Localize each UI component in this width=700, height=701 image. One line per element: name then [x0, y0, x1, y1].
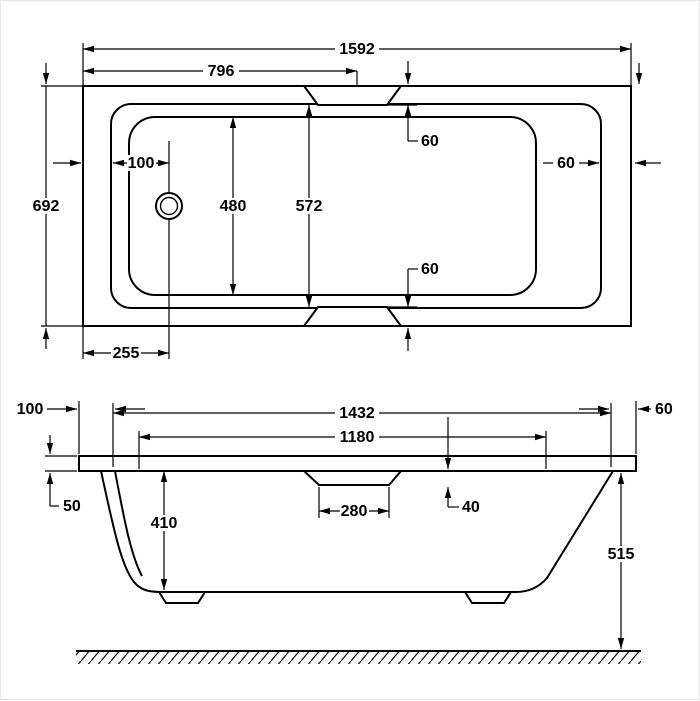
dim-drain-from-end: 255	[83, 345, 169, 362]
label-mask	[146, 515, 182, 531]
label-mask	[290, 198, 328, 214]
label-mask	[340, 503, 369, 519]
dim-label-grip-width: 280	[341, 503, 368, 520]
tub-inner-wall-side	[114, 470, 143, 577]
dim-interior-width: 480	[214, 117, 252, 295]
dim-overhang-left: 100	[17, 401, 145, 418]
dim-label-overall-width: 692	[33, 198, 60, 215]
plan-extension-lines	[41, 43, 632, 359]
dim-label-interior-length: 1180	[340, 429, 375, 446]
plan-view: 1592 796 692 480 572	[27, 41, 661, 362]
dim-label-edge-gap-right: 60	[557, 155, 575, 172]
dim-label-overall-length: 1592	[339, 41, 375, 58]
dim-label-grip-span: 572	[296, 198, 323, 215]
tub-profile-side	[100, 470, 614, 593]
dim-overall-height: 515	[603, 473, 639, 649]
dim-label-overhang-right: 60	[655, 401, 673, 418]
label-mask	[214, 198, 252, 214]
foot-left	[157, 591, 207, 604]
dim-edge-gap-right: 60	[543, 155, 661, 172]
dim-interior-depth: 410	[146, 471, 182, 590]
ground-hatch	[76, 652, 641, 664]
drain-inner-circle	[159, 196, 179, 216]
label-mask	[335, 41, 379, 57]
dim-grip-span: 572	[290, 105, 328, 307]
foot-right	[463, 591, 513, 604]
dim-label-drain-from-end: 255	[113, 345, 140, 362]
dim-shell-length: 1432	[113, 405, 611, 422]
label-mask	[335, 429, 379, 445]
dim-label-interior-width: 480	[220, 198, 247, 215]
label-mask	[127, 155, 156, 171]
tub-rim-side	[78, 455, 637, 472]
dim-label-overhang-left: 100	[17, 401, 44, 418]
label-mask	[27, 198, 65, 214]
grip-recess-side	[303, 470, 402, 486]
label-mask	[335, 405, 379, 421]
dim-label-shell-length: 1432	[339, 405, 375, 422]
dim-label-grip-inset-bottom: 60	[421, 261, 439, 278]
dim-half-length: 796	[83, 63, 357, 80]
tub-outer-edge-plan	[82, 85, 632, 327]
dim-drain-offset: 100	[53, 155, 169, 172]
dim-grip-width: 280	[319, 503, 389, 520]
dim-overall-length: 1592	[83, 41, 631, 58]
label-mask	[603, 546, 639, 562]
dim-label-rim-height: 50	[63, 498, 81, 515]
dim-label-overall-height: 515	[608, 546, 635, 563]
grip-recess-bottom-plan	[302, 306, 403, 327]
dim-overhang-right: 60	[579, 401, 673, 418]
dim-grip-inset-bottom: 60	[404, 261, 439, 351]
dim-grip-depth: 40	[444, 417, 480, 516]
dim-rim-height: 50	[46, 435, 81, 515]
tub-interior-plan	[128, 116, 537, 296]
dim-overall-width: 692	[27, 63, 65, 349]
dim-label-grip-inset-top: 60	[421, 133, 439, 150]
grip-recess-top-plan	[302, 85, 403, 106]
dim-label-grip-depth: 40	[462, 499, 480, 516]
dim-label-drain-offset: 100	[128, 155, 155, 172]
label-mask	[111, 345, 141, 361]
dim-label-interior-depth: 410	[151, 515, 178, 532]
label-mask	[553, 155, 579, 171]
dim-grip-inset-top: 60	[404, 61, 439, 150]
side-view: 100 1432 60 1180 50	[17, 401, 673, 664]
dim-interior-length: 1180	[139, 429, 546, 446]
dim-label-half-length: 796	[208, 63, 235, 80]
label-mask	[203, 63, 239, 79]
